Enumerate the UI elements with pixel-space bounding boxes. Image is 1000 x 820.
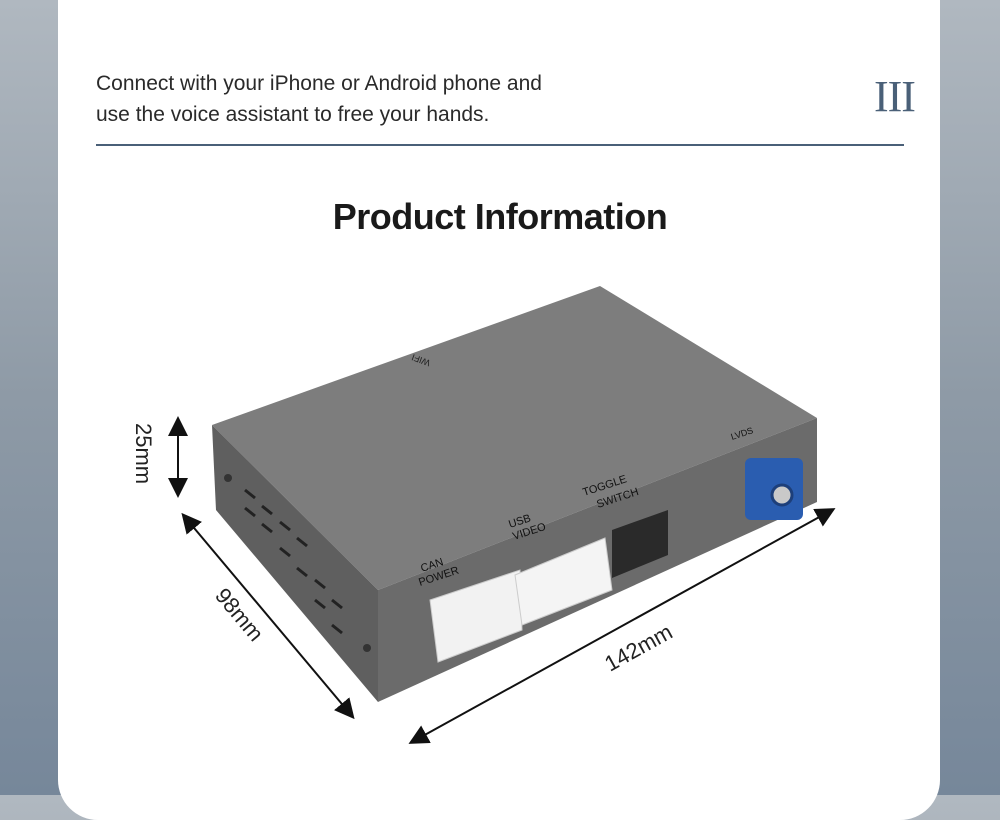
box-top-face [212, 286, 817, 590]
intro-line-2: use the voice assistant to free your han… [96, 103, 490, 126]
width-arrow [408, 508, 836, 744]
lvds-port [770, 483, 794, 507]
section-numeral: III [874, 72, 916, 121]
intro-text: Connect with your iPhone or Android phon… [96, 68, 542, 130]
depth-arrow [181, 512, 355, 720]
dimension-height: 25mm [131, 423, 156, 484]
section-title: Product Information [332, 196, 668, 237]
screw-icon [224, 474, 232, 482]
divider [96, 144, 904, 146]
product-illustration: WIFI LVDS TOGGLE SWITCH USB VIDEO CAN PO… [131, 286, 836, 744]
intro-line-1: Connect with your iPhone or Android phon… [96, 72, 542, 95]
screw-icon [363, 644, 371, 652]
dimension-width: 142mm [600, 619, 676, 676]
dimension-depth: 98mm [210, 583, 268, 646]
